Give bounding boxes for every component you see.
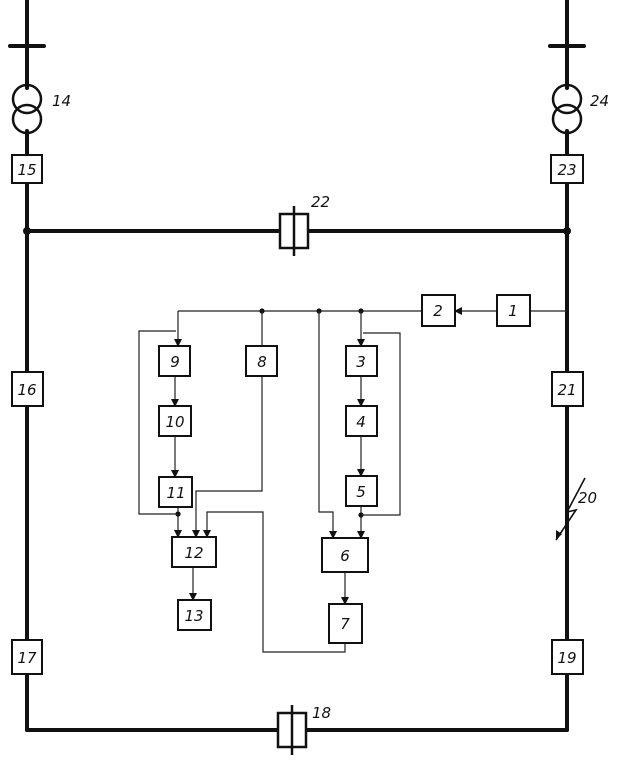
block-1: 1 — [496, 294, 531, 327]
control-wiring — [138, 307, 567, 653]
block-6: 6 — [321, 537, 369, 573]
transformer-14-icon — [11, 83, 43, 135]
block-21-label: 21 — [557, 381, 576, 399]
power-circuit — [8, 0, 586, 755]
block-12-label: 12 — [184, 544, 203, 562]
block-9: 9 — [158, 345, 191, 377]
block-17-label: 17 — [17, 649, 37, 667]
block-23-label: 23 — [557, 161, 576, 179]
label-22: 22 — [311, 193, 330, 211]
block-2-label: 2 — [433, 302, 443, 320]
fault-20-icon — [555, 477, 586, 541]
block-1-label: 1 — [508, 302, 518, 320]
label-20: 20 — [578, 489, 597, 507]
block-3: 3 — [345, 345, 378, 377]
block-4-label: 4 — [356, 413, 366, 431]
block-11-label: 11 — [166, 484, 185, 502]
block-8-label: 8 — [257, 353, 267, 371]
transformer-24-icon — [551, 83, 583, 135]
block-15: 15 — [11, 154, 43, 184]
label-18: 18 — [312, 704, 331, 722]
block-19-label: 19 — [557, 649, 576, 667]
block-17: 17 — [11, 639, 43, 675]
block-15-label: 15 — [17, 161, 36, 179]
block-13-label: 13 — [184, 607, 203, 625]
block-3-label: 3 — [356, 353, 366, 371]
block-12: 12 — [171, 536, 217, 568]
label-24: 24 — [590, 92, 609, 110]
block-6-label: 6 — [340, 547, 350, 565]
left-node-dot — [23, 227, 31, 235]
block-2: 2 — [421, 294, 456, 327]
block-5: 5 — [345, 475, 378, 507]
right-node-dot — [563, 227, 571, 235]
block-9-label: 9 — [170, 353, 180, 371]
coupler-22-icon — [278, 206, 310, 256]
label-14: 14 — [52, 92, 71, 110]
block-7: 7 — [328, 603, 363, 644]
block-16-label: 16 — [17, 381, 36, 399]
block-16: 16 — [11, 371, 44, 407]
block-13: 13 — [177, 599, 212, 631]
block-11: 11 — [158, 476, 193, 508]
block-21: 21 — [551, 371, 584, 407]
block-5-label: 5 — [356, 483, 366, 501]
block-10: 10 — [158, 405, 192, 437]
block-7-label: 7 — [340, 615, 350, 633]
block-19: 19 — [551, 639, 584, 675]
block-8: 8 — [245, 345, 278, 377]
coupler-18-icon — [276, 705, 308, 755]
block-10-label: 10 — [165, 413, 184, 431]
block-23: 23 — [550, 154, 584, 184]
block-4: 4 — [345, 405, 378, 437]
